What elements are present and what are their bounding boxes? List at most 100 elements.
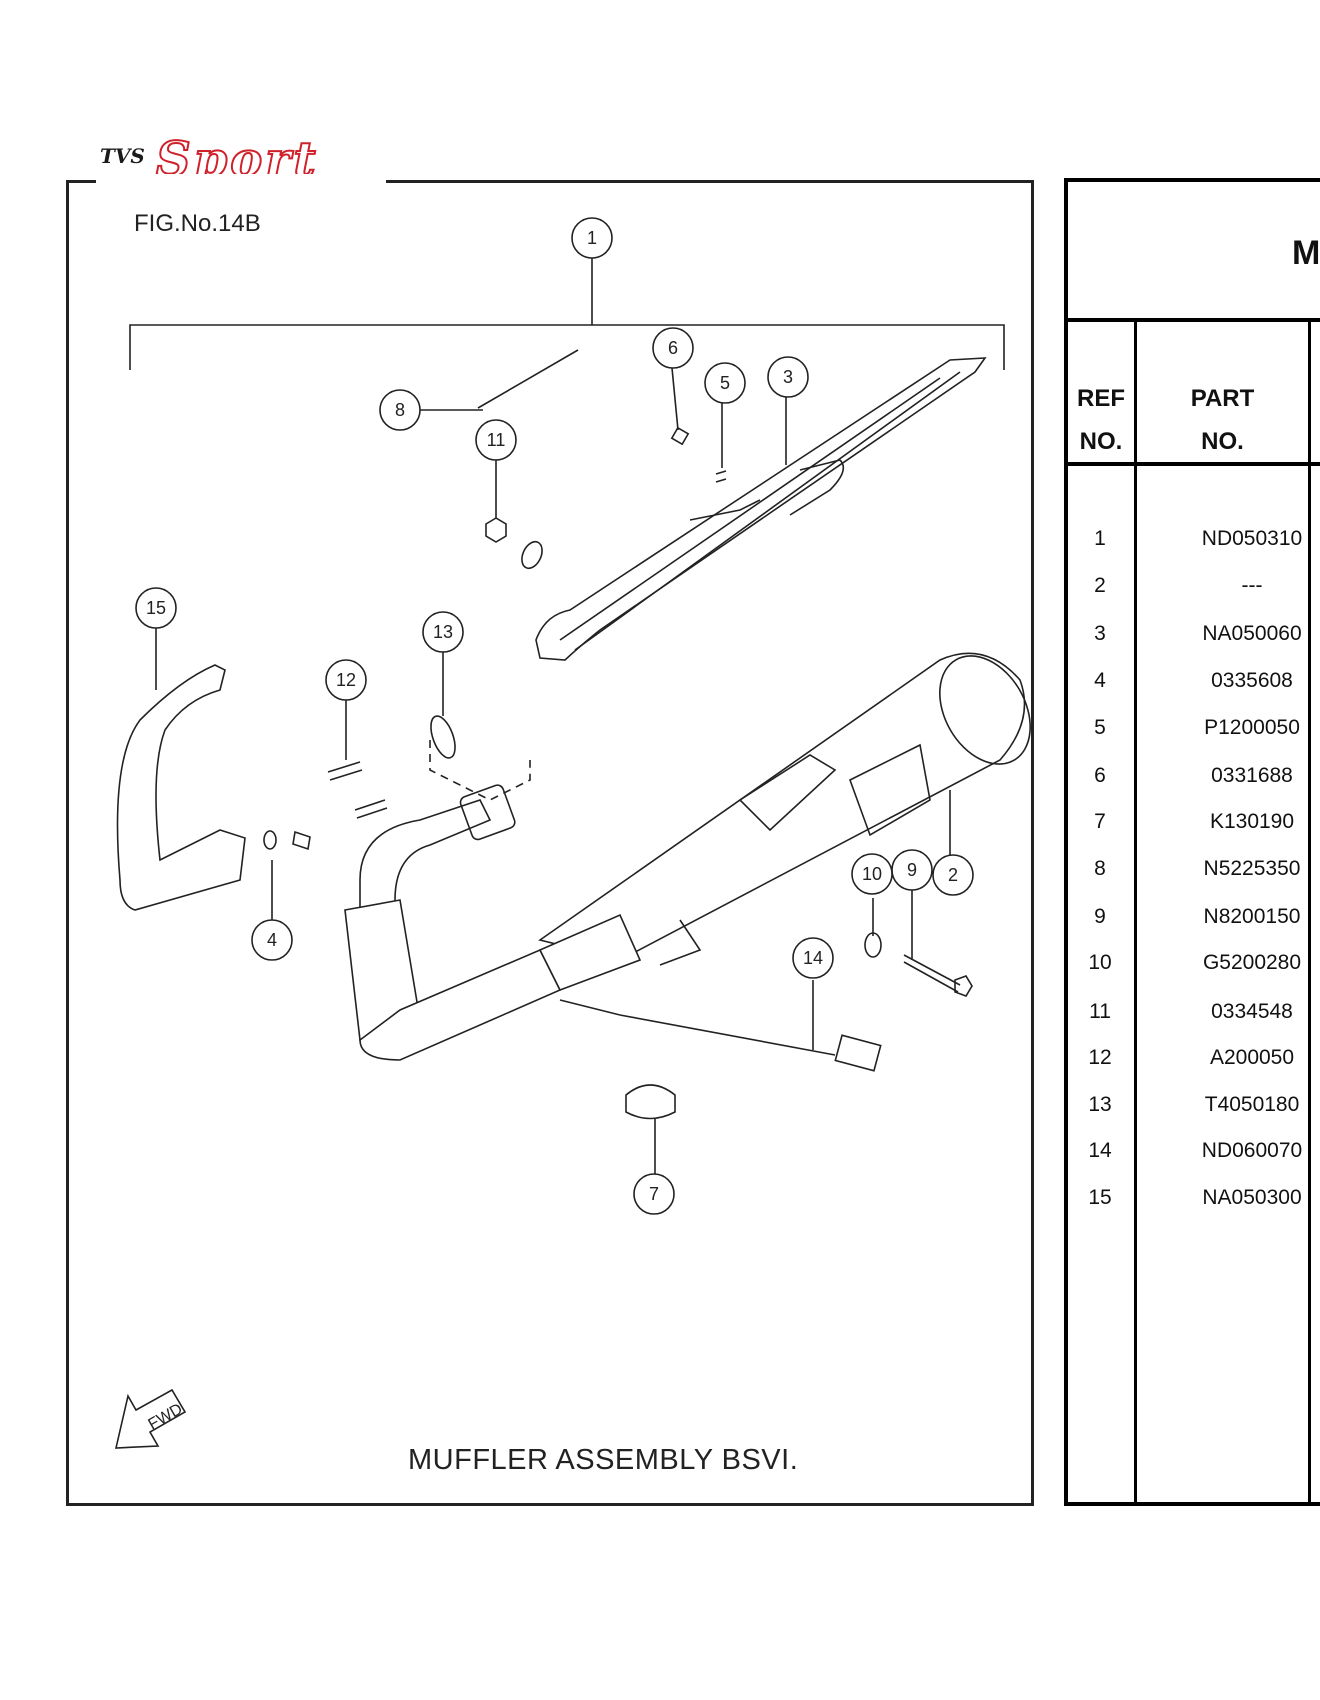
callout-3	[767, 356, 809, 398]
assembly-bracket	[129, 324, 1005, 370]
callout-10	[851, 853, 893, 895]
bolt-6-part	[670, 426, 690, 446]
exhaust-pipe-part	[344, 784, 642, 1061]
fwd-label: FWD	[146, 1401, 186, 1434]
ref-no-cell: 8	[1094, 857, 1106, 880]
table-divider	[1064, 318, 1320, 322]
table-row: 3 NA050060	[1064, 622, 1320, 652]
figure-number: FIG.No.14B	[134, 210, 261, 237]
table-title: M	[1292, 234, 1320, 272]
part-no-cell: ND060070	[1201, 1139, 1303, 1162]
heat-shield-part	[535, 357, 987, 661]
bolt-9-part	[903, 954, 961, 993]
callout-3-label: 3	[783, 367, 793, 387]
ref-no-cell: 6	[1094, 764, 1106, 787]
callout-11-label: 11	[487, 430, 506, 450]
muffler-body-part	[538, 652, 1031, 966]
ref-no-cell: 5	[1094, 716, 1106, 739]
table-row: 1 ND050310	[1064, 527, 1320, 557]
ref-no-cell: 14	[1088, 1139, 1112, 1162]
table-row: 5 P1200050	[1064, 716, 1320, 746]
rubber-7-part	[625, 1084, 676, 1120]
callout-15-label: 15	[146, 598, 166, 618]
ref-no-cell: 10	[1088, 951, 1112, 974]
callout-12-label: 12	[336, 670, 356, 690]
figure-caption: MUFFLER ASSEMBLY BSVI.	[408, 1444, 799, 1476]
callout-14-label: 14	[803, 948, 823, 968]
ref-no-cell: 13	[1088, 1093, 1112, 1116]
header-part-line2: NO.	[1201, 428, 1244, 455]
ref-no-cell: 9	[1094, 905, 1106, 928]
exploded-parts-drawing: 1 2 3 4 5 6 7 8 9 10 11 12 13 14 15 FWD	[114, 217, 1031, 1449]
callout-6	[652, 327, 694, 369]
part-no-cell: 0331688	[1211, 764, 1293, 787]
washer-10-part	[864, 932, 882, 958]
table-row: 2 ---	[1064, 574, 1320, 604]
part-no-cell: 0335608	[1211, 669, 1293, 692]
part-no-cell: N8200150	[1203, 905, 1301, 928]
callout-2	[932, 854, 974, 896]
table-row: 4 0335608	[1064, 669, 1320, 699]
table-row: 10 G5200280	[1064, 951, 1320, 981]
header-part-line1: PART	[1190, 385, 1255, 412]
ref-no-cell: 3	[1094, 622, 1106, 645]
table-row: 9 N8200150	[1064, 905, 1320, 935]
callout-15	[135, 587, 177, 629]
callout-4	[251, 919, 293, 961]
part-no-cell: K130190	[1209, 810, 1295, 833]
clip-5-part	[715, 470, 727, 483]
callout-8-label: 8	[395, 400, 405, 420]
nut-part	[292, 830, 311, 851]
ref-no-cell: 12	[1088, 1046, 1112, 1069]
callout-14	[792, 937, 834, 979]
table-row: 6 0331688	[1064, 764, 1320, 794]
part-no-cell: P1200050	[1204, 716, 1300, 739]
table-row: 15 NA050300	[1064, 1186, 1320, 1216]
bolt-12-part	[327, 761, 363, 781]
callout-5-label: 5	[720, 373, 730, 393]
ref-no-cell: 4	[1094, 669, 1106, 692]
header-ref-line1: REF	[1077, 385, 1125, 412]
ref-no-cell: 15	[1088, 1186, 1112, 1209]
column-divider-2	[1308, 320, 1311, 1504]
part-no-cell: ---	[1241, 574, 1263, 597]
table-row: 13 T4050180	[1064, 1093, 1320, 1123]
part-no-cell: G5200280	[1202, 951, 1302, 974]
callout-1	[571, 217, 613, 259]
part-no-cell: 0334548	[1211, 1000, 1293, 1023]
callout-5	[704, 362, 746, 404]
callout-13-label: 13	[433, 622, 453, 642]
table-row: 14 ND060070	[1064, 1139, 1320, 1169]
callout-11	[475, 419, 517, 461]
callout-4-label: 4	[267, 930, 277, 950]
part-no-cell: N5225350	[1203, 857, 1301, 880]
frame-gap	[96, 174, 386, 188]
ref-no-cell: 2	[1094, 574, 1106, 597]
part-no-cell: NA050300	[1202, 1186, 1302, 1209]
rod-part	[477, 349, 579, 409]
column-divider-1	[1134, 320, 1137, 1504]
callout-6-label: 6	[668, 338, 678, 358]
callout-9-label: 9	[907, 860, 917, 880]
parts-table	[1064, 178, 1320, 1506]
forward-arrow-icon: FWD	[114, 1388, 187, 1449]
ref-no-cell: 1	[1094, 527, 1106, 550]
part-no-cell: T4050180	[1204, 1093, 1300, 1116]
callout-13	[422, 611, 464, 653]
callout-1-label: 1	[587, 228, 597, 248]
part-no-cell: ND050310	[1201, 527, 1303, 550]
nut-11-part	[485, 517, 507, 543]
callout-8	[379, 389, 421, 431]
header-ref-line2: NO.	[1079, 428, 1123, 455]
callout-10-label: 10	[862, 864, 882, 884]
gasket-13-part	[430, 715, 456, 759]
washer-4-part	[263, 830, 277, 850]
part-no-cell: NA050060	[1202, 622, 1302, 645]
diagram-frame	[66, 180, 1034, 1506]
front-bracket-part	[116, 664, 246, 911]
callout-2-label: 2	[948, 865, 958, 885]
callout-7-label: 7	[649, 1184, 659, 1204]
brand-small: TVS	[100, 144, 145, 168]
